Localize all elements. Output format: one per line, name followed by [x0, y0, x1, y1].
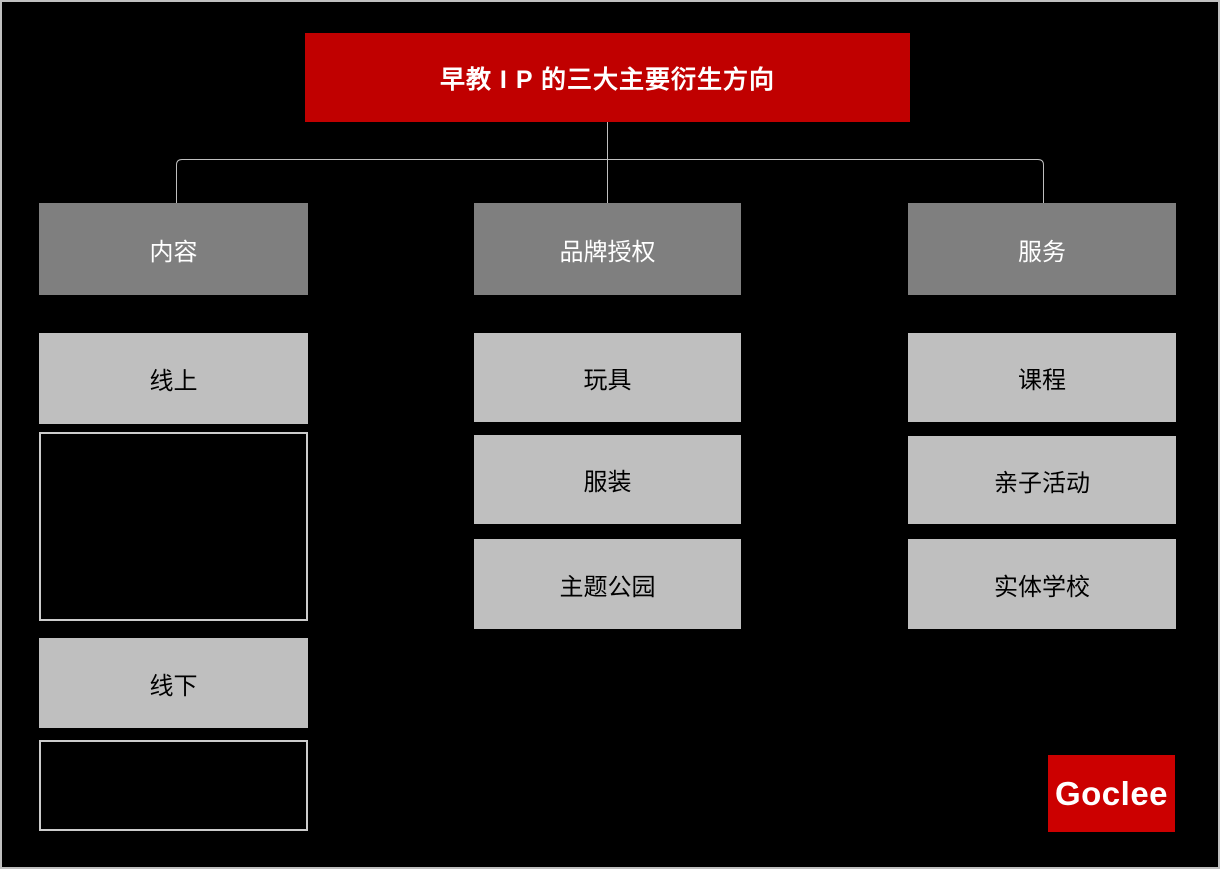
node-online: 线上: [39, 333, 308, 424]
node-offline: 线下: [39, 638, 308, 728]
goclee-logo: Goclee: [1048, 755, 1175, 832]
column-header-brand-licensing: 品牌授权: [474, 203, 741, 295]
column-header-services: 服务: [908, 203, 1176, 295]
node-parent-child-activities: 亲子活动: [908, 436, 1176, 524]
placeholder-box-online-detail: [39, 432, 308, 621]
node-clothing: 服装: [474, 435, 741, 524]
column-header-content: 内容: [39, 203, 308, 295]
placeholder-box-offline-detail: [39, 740, 308, 831]
node-physical-schools: 实体学校: [908, 539, 1176, 629]
node-toys: 玩具: [474, 333, 741, 422]
node-courses: 课程: [908, 333, 1176, 422]
node-theme-park: 主题公园: [474, 539, 741, 629]
diagram-title: 早教 I P 的三大主要衍生方向: [305, 33, 910, 122]
